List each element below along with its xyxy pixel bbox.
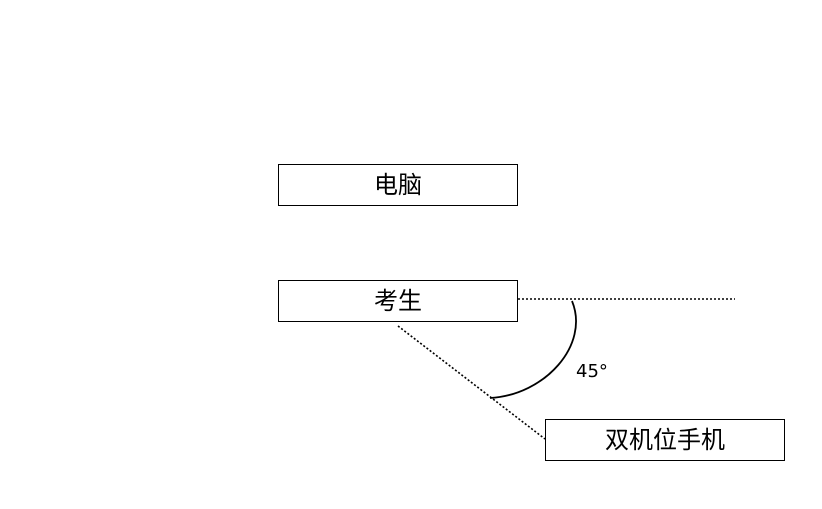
- computer-box: 电脑: [278, 164, 518, 206]
- angle-arc: [489, 300, 577, 399]
- diagonal-sightline: [397, 325, 546, 440]
- examinee-box: 考生: [278, 280, 518, 322]
- phone-box: 双机位手机: [545, 419, 785, 461]
- phone-label: 双机位手机: [605, 426, 725, 454]
- computer-label: 电脑: [374, 171, 422, 199]
- examinee-label: 考生: [374, 287, 422, 315]
- angle-label: 45°: [576, 361, 608, 382]
